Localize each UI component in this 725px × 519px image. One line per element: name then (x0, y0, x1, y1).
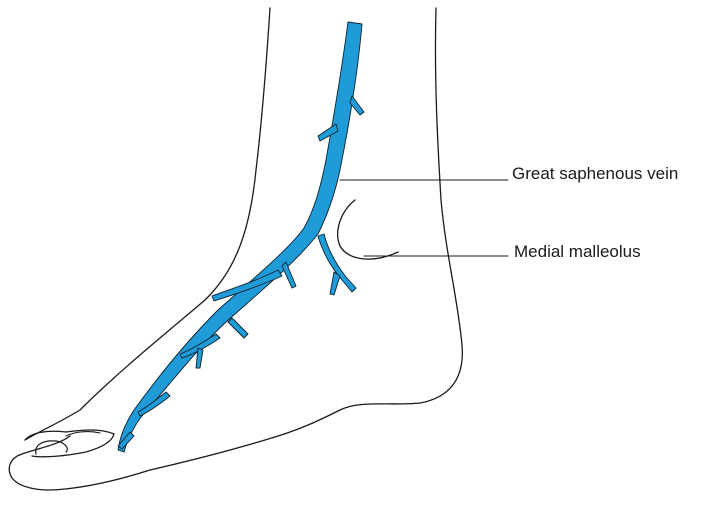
label-great-saphenous-vein: Great saphenous vein (512, 165, 678, 182)
medial-malleolus-outline (338, 200, 398, 259)
vein-branch-upper-right (350, 96, 364, 115)
toe-crease (66, 432, 100, 436)
vein-branch-dorsal-lower (228, 318, 248, 338)
sole-outline (9, 436, 150, 490)
leg-front-outline (25, 8, 270, 440)
vein-trunk (118, 22, 362, 452)
label-medial-malleolus: Medial malleolus (514, 243, 641, 260)
vein-branch-malleolus-fork (330, 272, 340, 295)
toe-nail (36, 441, 68, 454)
great-saphenous-vein (118, 22, 364, 452)
